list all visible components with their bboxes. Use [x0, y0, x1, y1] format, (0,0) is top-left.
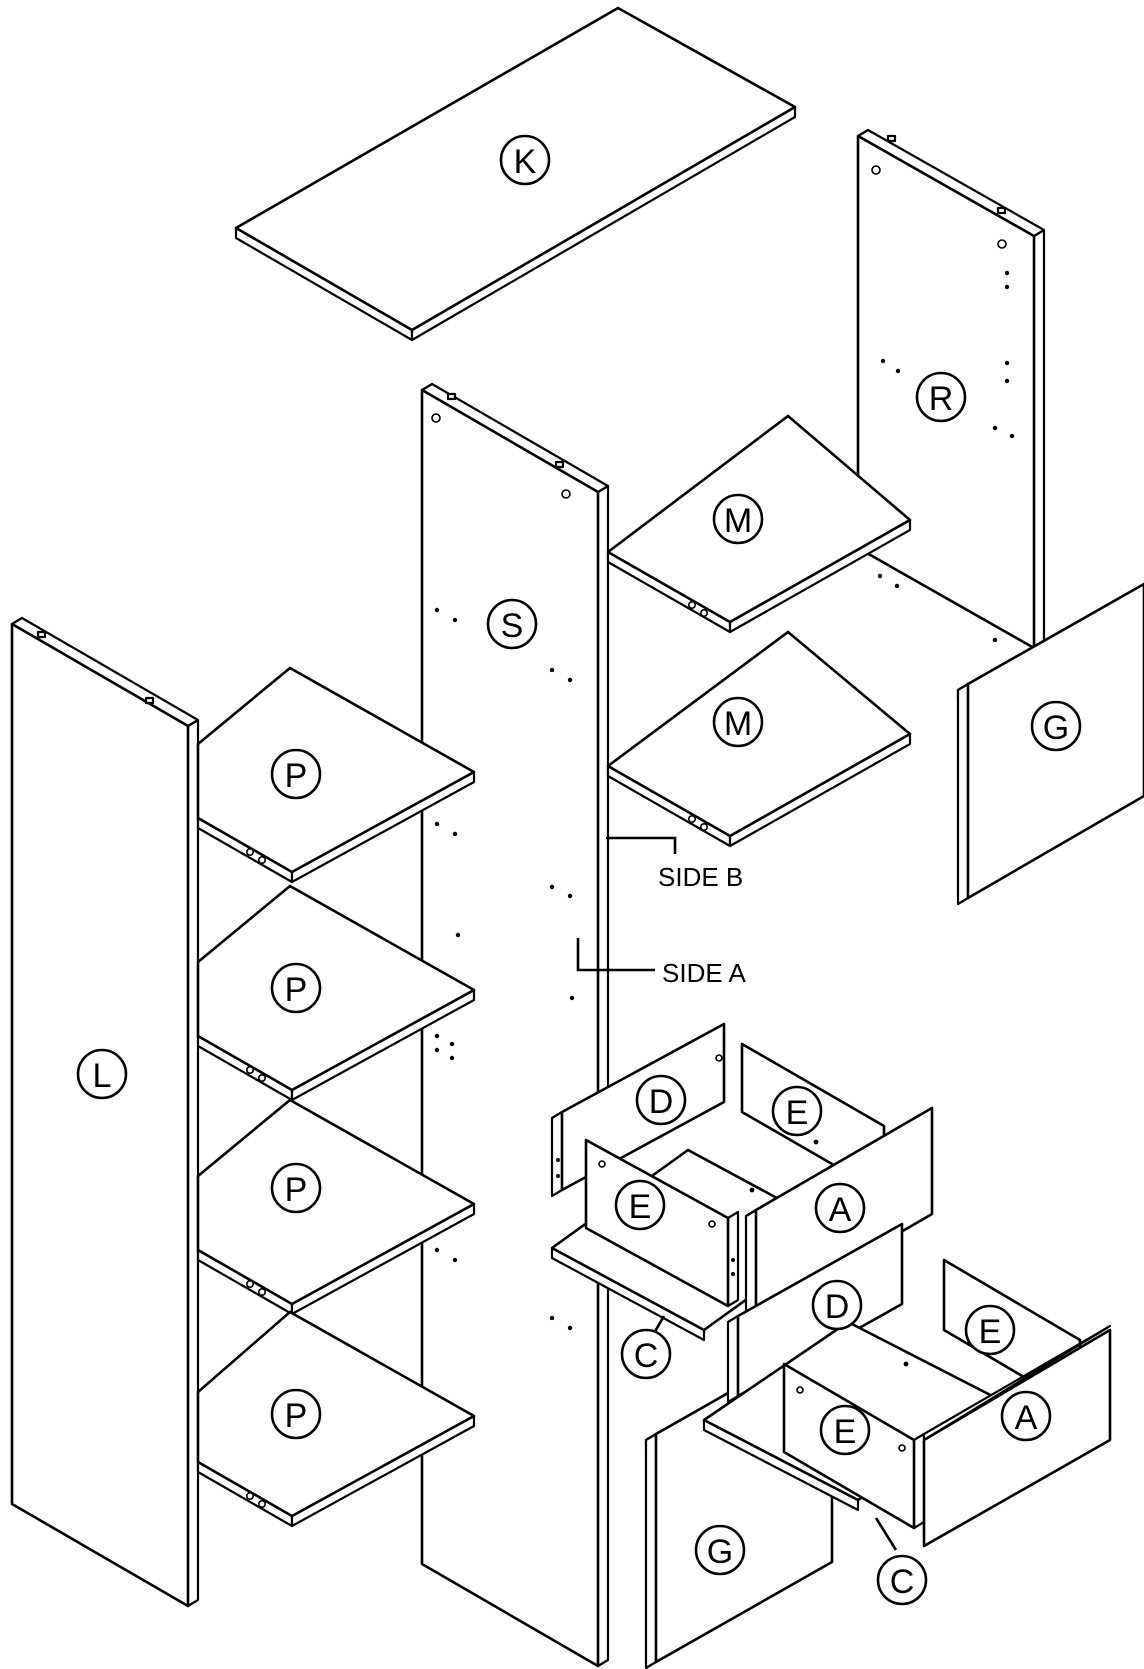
label-e-upper-front: E — [614, 1179, 666, 1231]
label-r: R — [915, 371, 967, 423]
svg-text:E: E — [979, 1313, 1002, 1351]
label-d-upper: D — [635, 1074, 687, 1126]
svg-text:C: C — [634, 1337, 659, 1375]
label-g-lower: G — [694, 1524, 746, 1576]
shelf-p-1 — [196, 666, 476, 884]
svg-text:E: E — [834, 1413, 857, 1451]
svg-text:R: R — [929, 380, 954, 418]
svg-text:P: P — [285, 1171, 308, 1209]
shelf-m-lower — [606, 630, 912, 848]
svg-text:K: K — [514, 143, 537, 181]
label-c-lower: C — [876, 1554, 928, 1606]
svg-text:E: E — [629, 1188, 652, 1226]
svg-text:G: G — [1043, 709, 1069, 747]
label-l: L — [76, 1048, 128, 1100]
svg-text:M: M — [724, 502, 752, 540]
svg-text:S: S — [501, 607, 524, 645]
panel-l — [10, 616, 200, 1608]
label-e-lower-front: E — [819, 1404, 871, 1456]
label-g-upper: G — [1030, 700, 1082, 752]
label-d-lower: D — [811, 1279, 863, 1331]
svg-text:M: M — [724, 705, 752, 743]
label-p-3: P — [270, 1162, 322, 1214]
label-k: K — [499, 134, 551, 186]
svg-text:P: P — [285, 971, 308, 1009]
label-a-upper: A — [814, 1182, 866, 1234]
shelf-p-2 — [196, 884, 476, 1102]
svg-text:P: P — [285, 1397, 308, 1435]
label-m-lower: M — [712, 696, 764, 748]
label-e-upper-back: E — [771, 1085, 823, 1137]
label-p-4: P — [270, 1388, 322, 1440]
side-a-label: SIDE A — [662, 958, 746, 988]
label-p-2: P — [270, 962, 322, 1014]
svg-text:P: P — [285, 757, 308, 795]
svg-text:D: D — [825, 1288, 850, 1326]
label-c-upper: C — [620, 1328, 672, 1380]
label-p-1: P — [270, 748, 322, 800]
label-m-upper: M — [712, 493, 764, 545]
svg-text:A: A — [829, 1191, 852, 1229]
shelf-p-3 — [196, 1098, 476, 1316]
svg-text:G: G — [707, 1533, 733, 1571]
side-b-label: SIDE B — [658, 862, 743, 892]
svg-text:A: A — [1015, 1399, 1038, 1437]
panel-s — [420, 382, 610, 1668]
label-a-lower: A — [1000, 1390, 1052, 1442]
svg-text:C: C — [890, 1563, 915, 1601]
svg-text:D: D — [649, 1083, 674, 1121]
label-s: S — [486, 598, 538, 650]
shelf-p-4 — [196, 1310, 476, 1528]
svg-text:L: L — [93, 1057, 112, 1095]
label-e-lower-back: E — [964, 1304, 1016, 1356]
svg-text:E: E — [786, 1094, 809, 1132]
